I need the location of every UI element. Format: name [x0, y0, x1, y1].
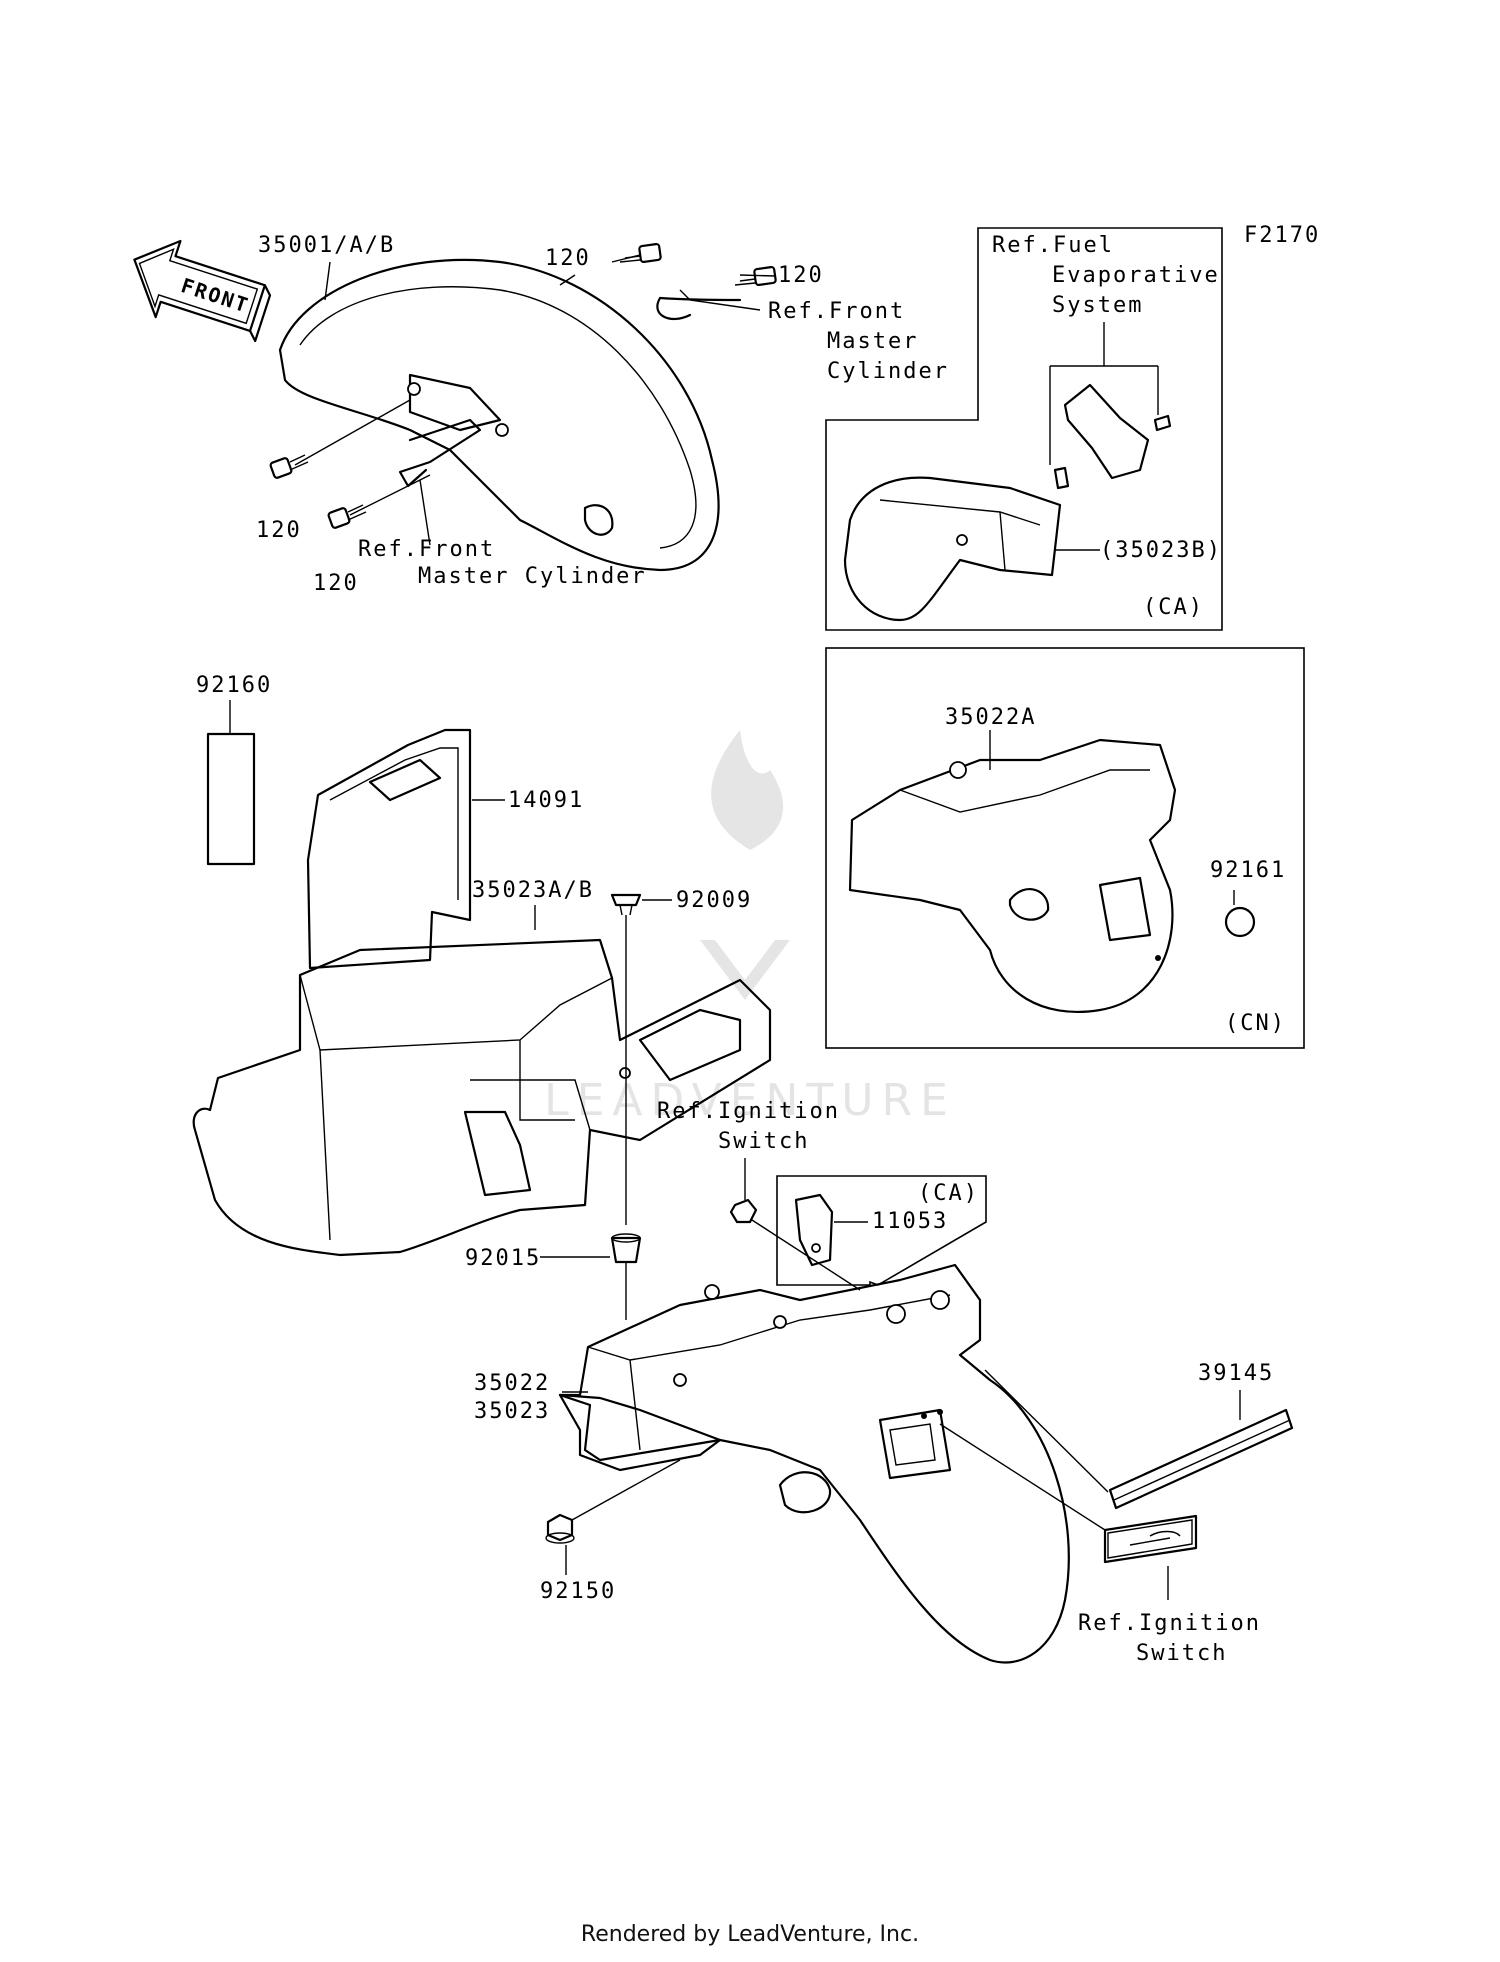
strip-39145 [1108, 1408, 1294, 1510]
nut-ignition [729, 1198, 758, 1224]
label-120-left-2: 120 [313, 571, 359, 596]
label-35023b: (35023B) [1100, 538, 1222, 563]
figure-code: F2170 [1244, 223, 1320, 248]
label-120-left-1: 120 [256, 518, 302, 543]
label-ref-fmc-bottom-1: Ref.Front [358, 537, 495, 562]
watermark: LEADVENTURE [544, 730, 956, 1126]
footer-credit: Rendered by LeadVenture, Inc. [580, 1922, 920, 1947]
box-cn [825, 647, 1305, 1049]
bracket-11053 [794, 1193, 834, 1267]
rear-fender-cn [848, 738, 1177, 1013]
label-cn: (CN) [1225, 1011, 1286, 1036]
label-35023ab: 35023A/B [472, 878, 594, 903]
emblem-ignition [1103, 1514, 1198, 1564]
label-ref-ignition-mid-2: Switch [718, 1129, 809, 1154]
label-92161: 92161 [1210, 858, 1286, 883]
front-arrow-icon: FRONT [133, 239, 272, 343]
label-35001: 35001/A/B [258, 233, 395, 258]
label-ca-top: (CA) [1143, 595, 1204, 620]
label-14091: 14091 [508, 788, 584, 813]
rear-fender-ca [843, 476, 1062, 622]
front-fender [278, 258, 720, 572]
label-11053: 11053 [872, 1209, 948, 1234]
label-ref-fuel-1: Ref.Fuel [992, 233, 1114, 258]
cap-92161 [1224, 906, 1256, 938]
watermark-text: LEADVENTURE [544, 1075, 956, 1126]
battery-cover-14091 [306, 728, 472, 970]
box-ca-mid [776, 1175, 987, 1286]
bolt-120-left-2 [327, 504, 367, 529]
evap-bracket [1053, 383, 1172, 490]
bolt-120-top-1 [619, 242, 662, 264]
label-ref-fmc-top-1: Ref.Front [768, 299, 905, 324]
label-ref-ignition-mid-1: Ref.Ignition [657, 1099, 840, 1124]
label-120-top-1: 120 [545, 246, 591, 271]
label-ref-fmc-top-2: Master [827, 329, 918, 354]
box-ca-top [825, 227, 1223, 631]
bolt-120-left-1 [269, 454, 309, 479]
label-92009: 92009 [676, 888, 752, 913]
clip-92009 [610, 893, 642, 916]
label-ref-fuel-3: System [1052, 293, 1143, 318]
label-92150: 92150 [540, 1579, 616, 1604]
label-120-top-2: 120 [778, 263, 824, 288]
bolt-120-top-2 [734, 265, 777, 287]
label-92160: 92160 [196, 673, 272, 698]
label-35022a: 35022A [945, 705, 1036, 730]
label-35022: 35022 [474, 1371, 550, 1396]
label-ref-ignition-bottom-2: Switch [1136, 1641, 1227, 1666]
grommet-92015 [610, 1236, 642, 1264]
bolt-92150 [545, 1513, 575, 1544]
label-ref-fuel-2: Evaporative [1052, 263, 1220, 288]
label-92015: 92015 [465, 1246, 541, 1271]
label-ref-ignition-bottom-1: Ref.Ignition [1078, 1611, 1261, 1636]
top-hose-clip [656, 296, 742, 320]
label-35023: 35023 [474, 1399, 550, 1424]
label-39145: 39145 [1198, 1361, 1274, 1386]
label-ca-mid: (CA) [918, 1181, 979, 1206]
battery-case-35023ab [192, 938, 772, 1257]
label-ref-fmc-bottom-2: Master Cylinder [418, 564, 647, 589]
rear-fender-35022 [558, 1263, 1070, 1664]
label-ref-fmc-top-3: Cylinder [827, 359, 949, 384]
pad-92160 [206, 732, 256, 866]
